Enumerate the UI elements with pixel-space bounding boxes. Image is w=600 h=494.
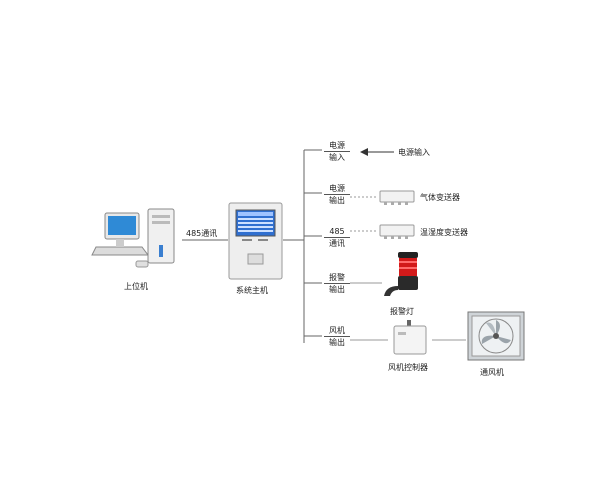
ventilator-label: 通风机 (480, 368, 504, 377)
power-input-label: 电源输入 (398, 148, 430, 157)
gas-transmitter (378, 188, 418, 206)
transmitter-icon (379, 190, 415, 205)
main-unit-label: 系统主机 (236, 286, 268, 295)
port-line1: 485 (329, 227, 345, 236)
port-fan-output: 风机 输出 (324, 325, 350, 348)
humidity-transmitter (378, 222, 418, 240)
upper-pc-label: 上位机 (124, 282, 148, 291)
port-line2: 输出 (324, 283, 350, 295)
humidity-transmitter-label: 温湿度变送器 (420, 228, 468, 237)
controller-box-icon (393, 320, 427, 355)
port-line1: 报警 (329, 273, 345, 282)
port-line1: 风机 (329, 326, 345, 335)
alarm-light-label: 报警灯 (390, 307, 414, 316)
fan-controller (390, 318, 432, 358)
gas-transmitter-label: 气体变送器 (420, 193, 460, 202)
alarm-light-icon (384, 252, 418, 296)
port-line2: 输出 (324, 336, 350, 348)
port-alarm-output: 报警 输出 (324, 272, 350, 295)
port-line1: 电源 (329, 184, 345, 193)
controller-icon (228, 202, 283, 280)
fan-controller-label: 风机控制器 (388, 363, 428, 372)
ventilator (466, 310, 526, 362)
main-unit (228, 202, 283, 280)
computer-icon (91, 208, 175, 268)
port-line2: 输出 (324, 194, 350, 206)
port-line1: 电源 (329, 141, 345, 150)
port-power-input: 电源 输入 (324, 140, 350, 163)
port-power-output: 电源 输出 (324, 183, 350, 206)
port-line2: 输入 (324, 151, 350, 163)
port-line2: 通讯 (324, 237, 350, 249)
port-485-comm: 485 通讯 (324, 226, 350, 249)
alarm-light (380, 250, 424, 300)
upper-pc (90, 205, 182, 275)
link-485-label: 485通讯 (186, 229, 218, 238)
transmitter-icon (379, 224, 415, 239)
fan-icon (467, 311, 525, 361)
